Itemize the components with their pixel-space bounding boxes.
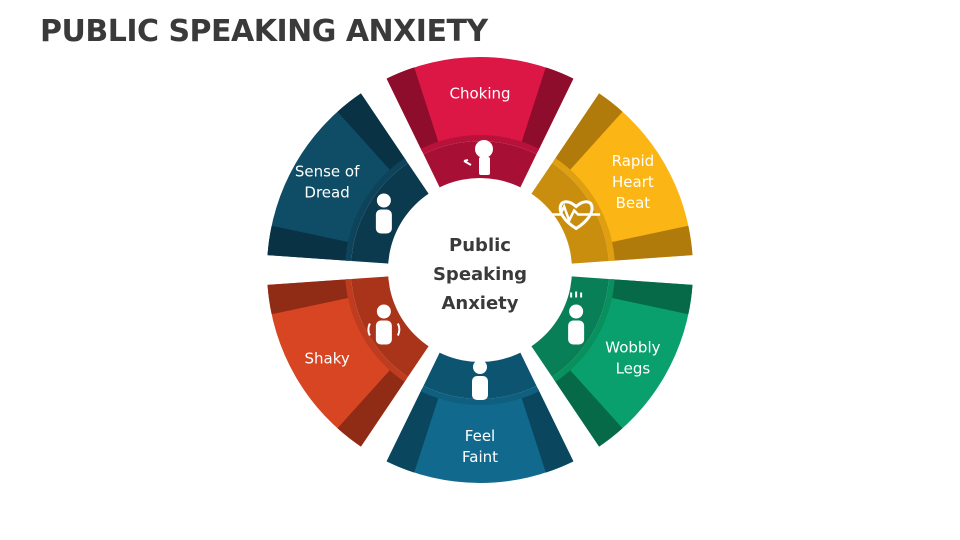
segment-sense-of-dread: Sense of Dread	[267, 93, 430, 264]
segment-label-rapid-heart-beat-line-3: Beat	[616, 194, 651, 212]
segment-band-choking	[420, 135, 540, 155]
segment-shaky: Shaky	[267, 276, 430, 447]
segment-label-wobbly-legs-line-1: Wobbly	[605, 339, 660, 357]
segment-shade-right-feel-faint	[386, 388, 440, 473]
segment-label-rapid-heart-beat-line-2: Heart	[612, 173, 654, 191]
center-label-line-1: Public	[449, 235, 511, 256]
segment-label-rapid-heart-beat-line-1: Rapid	[612, 152, 655, 170]
segment-choking: Choking	[386, 57, 574, 190]
sweating-person-icon	[568, 291, 585, 345]
heartbeat-icon	[550, 200, 601, 231]
segment-band-wobbly-legs	[552, 279, 615, 382]
segment-shade-right-choking	[520, 67, 574, 152]
segment-shade-left-rapid-heart-beat	[553, 93, 623, 172]
segment-band-sense-of-dread	[345, 158, 408, 261]
shaking-person-icon	[367, 304, 401, 345]
throat-icon	[463, 140, 493, 175]
segment-shade-left-sense-of-dread	[267, 225, 351, 261]
segment-label-feel-faint-line-2: Faint	[462, 448, 498, 466]
segment-shade-left-feel-faint	[520, 388, 574, 473]
segment-label-sense-of-dread-line-1: Sense of	[295, 162, 360, 180]
segment-band-shaky	[345, 279, 408, 382]
segment-shade-right-shaky	[267, 279, 351, 315]
worried-person-icon	[375, 193, 392, 234]
segment-shade-left-shaky	[337, 368, 407, 447]
segment-label-choking-line-1: Choking	[449, 85, 510, 103]
segment-label-wobbly-legs-line-2: Legs	[616, 360, 651, 378]
segment-shade-left-wobbly-legs	[609, 279, 693, 315]
center-label-line-2: Speaking	[433, 264, 527, 285]
segment-label-feel-faint-line-1: Feel	[465, 427, 495, 445]
center-hub: Public Speaking Anxiety	[388, 178, 572, 362]
segment-label-shaky-line-1: Shaky	[304, 349, 349, 367]
segment-band-feel-faint	[420, 385, 540, 405]
segment-band-rapid-heart-beat	[552, 158, 615, 261]
segment-shade-right-sense-of-dread	[337, 93, 407, 172]
segment-shade-left-choking	[386, 67, 440, 152]
segment-inner-feel-faint	[423, 350, 537, 399]
page-title: PUBLIC SPEAKING ANXIETY	[40, 14, 488, 49]
segment-shade-right-wobbly-legs	[553, 368, 623, 447]
segment-label-sense-of-dread-line-2: Dread	[304, 183, 349, 201]
segment-inner-rapid-heart-beat	[530, 163, 609, 264]
center-label-line-3: Anxiety	[441, 293, 518, 314]
segment-shade-right-rapid-heart-beat	[609, 225, 693, 261]
